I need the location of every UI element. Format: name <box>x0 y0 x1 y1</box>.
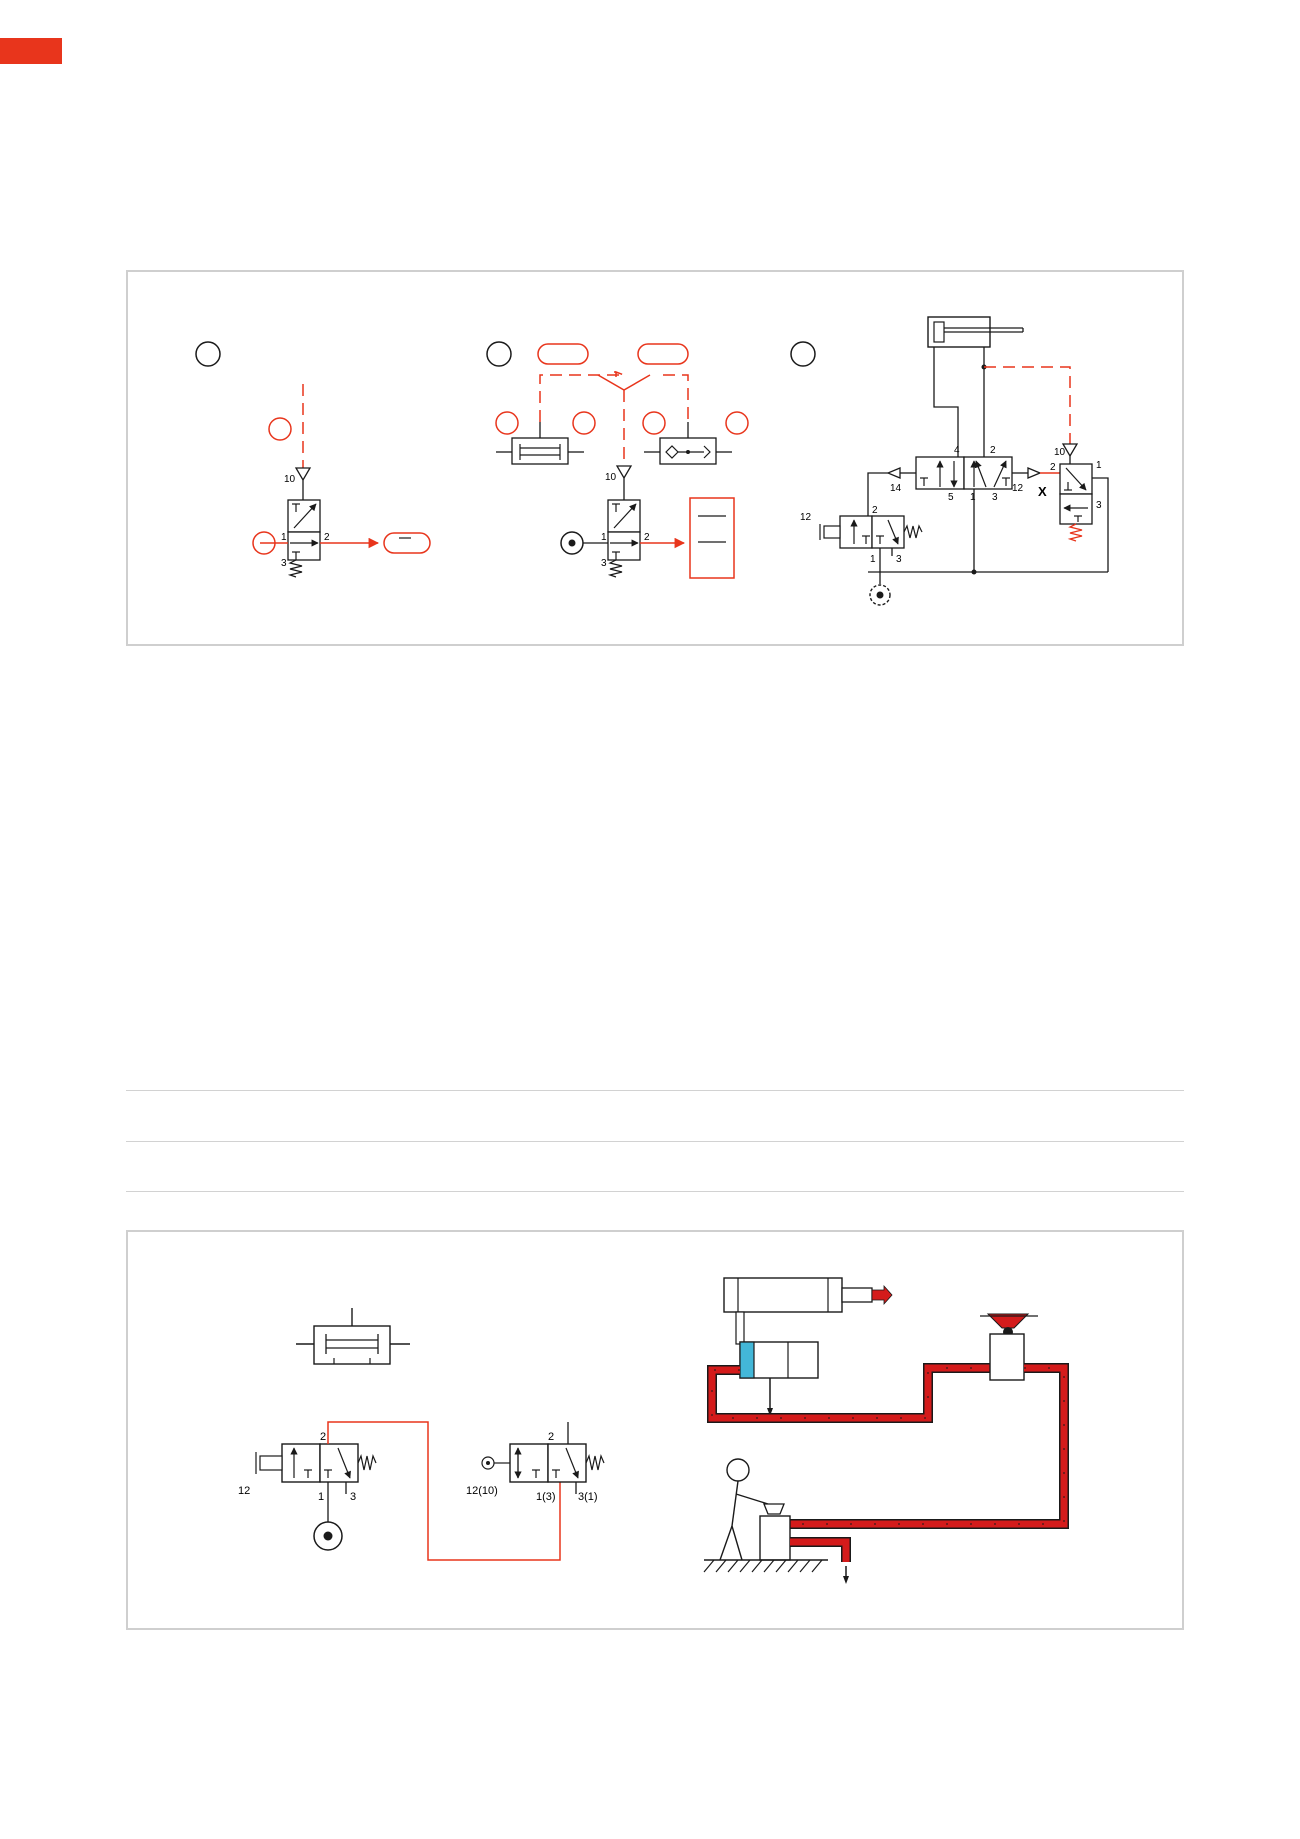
valve-left-port-12: 12 <box>238 1485 250 1497</box>
operator-head <box>726 1458 750 1482</box>
push-button-icon <box>763 1503 785 1515</box>
panel-c-main-port-5: 5 <box>948 492 954 503</box>
panel-c-start-port-3: 3 <box>896 554 902 565</box>
panel-c-signal-valve <box>1059 463 1093 542</box>
hopper-icon <box>986 1313 1030 1329</box>
two-pressure-valve-symbol <box>296 1308 410 1365</box>
figure-frame-bottom: 2 12 1 3 2 12(10) 1(3) 3(1) <box>126 1230 1184 1630</box>
air-hose-main <box>780 1363 1069 1529</box>
panel-c-marker-x: X <box>1038 484 1047 499</box>
panel-c: 4 2 14 5 1 3 12 12 2 1 3 <box>790 316 1109 606</box>
pneumatic-circuit-diagram-bottom: 2 12 1 3 2 12(10) 1(3) 3(1) <box>238 1277 1069 1584</box>
panel-b-label-circle-3 <box>642 411 666 435</box>
panel-c-main-port-12: 12 <box>1012 483 1024 494</box>
panel-c-signal-valve-spring <box>1067 523 1083 542</box>
panel-b-label-circle-4 <box>725 411 749 435</box>
panel-b-3-2-valve <box>607 499 641 578</box>
valve-right-roller <box>481 1443 605 1483</box>
panel-a: 10 1 2 3 <box>195 341 431 578</box>
panel-c-number-circle <box>790 341 816 367</box>
panel-a-supply-label-circle <box>252 531 276 555</box>
panel-c-main-port-4: 4 <box>954 445 960 456</box>
panel-c-main-port-3: 3 <box>992 492 998 503</box>
panel-c-main-port-2: 2 <box>990 445 996 456</box>
panel-c-start-port-12: 12 <box>800 512 812 523</box>
panel-b-port-2: 2 <box>644 532 650 543</box>
divider-line-3 <box>126 1191 1184 1192</box>
panel-a-port-1: 1 <box>281 532 287 543</box>
panel-b-shuttle-valve-symbol <box>644 422 732 465</box>
panel-c-5-2-main-valve <box>915 456 1013 490</box>
valve-right-port-3-1: 3(1) <box>578 1491 598 1503</box>
panel-b-port-3: 3 <box>601 558 607 569</box>
panel-b-two-pressure-valve-symbol <box>496 422 584 465</box>
panel-c-signal-port-2: 2 <box>1050 462 1056 473</box>
valve-left-push-button <box>255 1443 377 1483</box>
panel-c-feedback-signal <box>984 366 1071 444</box>
panel-b: 10 1 2 3 <box>486 341 749 579</box>
panel-a-port-3: 3 <box>281 558 287 569</box>
figure-frame-top: 10 1 2 3 <box>126 270 1184 646</box>
panel-a-number-circle <box>195 341 221 367</box>
panel-a-port-10: 10 <box>284 474 296 485</box>
panel-b-logic-dashed-lines <box>539 370 689 422</box>
valve-right-port-12-10: 12(10) <box>466 1485 498 1497</box>
panel-c-double-acting-cylinder <box>927 316 1024 348</box>
valve-left-port-3: 3 <box>350 1491 356 1503</box>
panel-c-signal-port-1: 1 <box>1096 460 1102 471</box>
panel-b-port-10: 10 <box>605 472 617 483</box>
connection-line-red <box>327 1421 561 1561</box>
panel-b-label-circle-2 <box>572 411 596 435</box>
panel-c-line-port-4 <box>933 347 959 457</box>
valve-right-port-2: 2 <box>548 1431 554 1443</box>
valve-right-port-1-3: 1(3) <box>536 1491 556 1503</box>
panel-c-signal-port-3: 3 <box>1096 500 1102 511</box>
panel-c-start-port-2: 2 <box>872 505 878 516</box>
panel-c-main-port-1: 1 <box>970 492 976 503</box>
piston-rod-arrow-icon <box>871 1284 893 1306</box>
panel-c-start-port-1: 1 <box>870 554 876 565</box>
panel-b-number-circle <box>486 341 512 367</box>
panel-b-label-circle-1 <box>495 411 519 435</box>
pictorial-cylinder <box>723 1277 843 1313</box>
panel-a-pilot-label-circle <box>268 417 292 441</box>
panel-c-signal-port-10: 10 <box>1054 447 1066 458</box>
panel-a-output-label <box>383 532 431 554</box>
pictorial-valve-cyan-part <box>739 1341 755 1379</box>
divider-line-2 <box>126 1141 1184 1142</box>
foot-pedal-valve <box>759 1515 791 1561</box>
panel-b-label-left <box>537 343 589 365</box>
pneumatic-circuit-diagram-top: 10 1 2 3 <box>195 316 1109 606</box>
panel-c-main-port-14: 14 <box>890 483 902 494</box>
divider-line-1 <box>126 1090 1184 1091</box>
panel-a-port-2: 2 <box>324 532 330 543</box>
panel-c-start-valve <box>819 515 923 549</box>
panel-b-port-1: 1 <box>601 532 607 543</box>
valve-left-port-1: 1 <box>318 1491 324 1503</box>
panel-b-pilot-triangle <box>615 465 633 480</box>
valve-left-port-2: 2 <box>320 1431 326 1443</box>
pictorial-pneumatic-press <box>703 1277 1069 1584</box>
panel-a-3-2-valve <box>287 499 321 578</box>
ground-hatching <box>703 1559 823 1573</box>
panel-b-label-right <box>637 343 689 365</box>
panel-a-pilot-triangle <box>294 467 312 482</box>
panel-b-output-box <box>689 497 735 579</box>
pictorial-roller-valve <box>989 1333 1025 1381</box>
section-color-tab <box>0 38 62 64</box>
panel-c-line-14 <box>867 472 888 527</box>
